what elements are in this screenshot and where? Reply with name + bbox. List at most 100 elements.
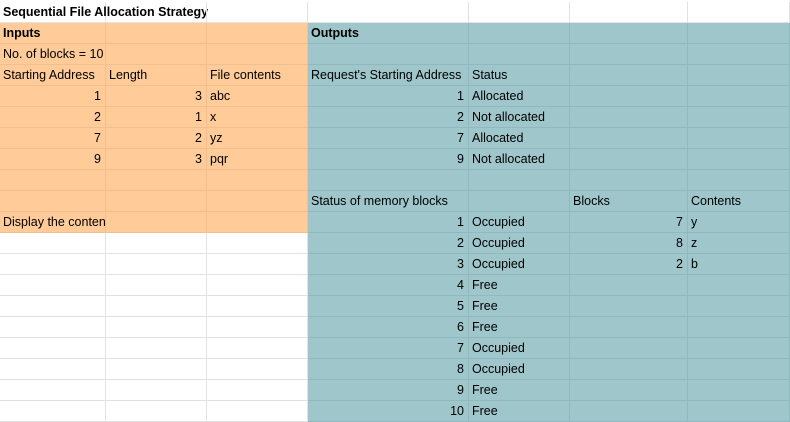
empty-cell[interactable] bbox=[0, 401, 106, 422]
empty-cell[interactable] bbox=[106, 233, 207, 254]
empty-cell[interactable] bbox=[207, 23, 308, 44]
empty-cell[interactable] bbox=[207, 191, 308, 212]
empty-cell[interactable] bbox=[469, 191, 570, 212]
empty-cell[interactable] bbox=[570, 380, 688, 401]
inputs-heading[interactable]: Inputs bbox=[0, 23, 106, 44]
block-content-cell[interactable]: z bbox=[688, 233, 790, 254]
empty-cell[interactable] bbox=[570, 65, 688, 86]
empty-cell[interactable] bbox=[106, 23, 207, 44]
empty-cell[interactable] bbox=[0, 254, 106, 275]
empty-cell[interactable] bbox=[688, 2, 790, 23]
empty-cell[interactable] bbox=[570, 128, 688, 149]
memory-block-number[interactable]: 7 bbox=[308, 338, 469, 359]
empty-cell[interactable] bbox=[0, 380, 106, 401]
empty-cell[interactable] bbox=[688, 359, 790, 380]
empty-cell[interactable] bbox=[469, 170, 570, 191]
input-start-cell[interactable]: 2 bbox=[0, 107, 106, 128]
memory-block-status[interactable]: Free bbox=[469, 401, 570, 422]
empty-cell[interactable] bbox=[469, 44, 570, 65]
empty-cell[interactable] bbox=[469, 2, 570, 23]
empty-cell[interactable] bbox=[207, 2, 308, 23]
empty-cell[interactable] bbox=[207, 338, 308, 359]
contents-header[interactable]: Contents bbox=[688, 191, 790, 212]
empty-cell[interactable] bbox=[570, 317, 688, 338]
input-length-cell[interactable]: 3 bbox=[106, 149, 207, 170]
sheet-title[interactable]: Sequential File Allocation Strategy bbox=[0, 2, 208, 23]
col-header-length[interactable]: Length bbox=[106, 65, 207, 86]
empty-cell[interactable] bbox=[570, 296, 688, 317]
empty-cell[interactable] bbox=[570, 149, 688, 170]
empty-cell[interactable] bbox=[106, 380, 207, 401]
empty-cell[interactable] bbox=[0, 338, 106, 359]
memory-block-status[interactable]: Occupied bbox=[469, 338, 570, 359]
empty-cell[interactable] bbox=[207, 254, 308, 275]
memory-block-status[interactable]: Occupied bbox=[469, 254, 570, 275]
block-number-cell[interactable]: 7 bbox=[570, 212, 688, 233]
memory-block-number[interactable]: 8 bbox=[308, 359, 469, 380]
empty-cell[interactable] bbox=[688, 296, 790, 317]
empty-cell[interactable] bbox=[106, 275, 207, 296]
input-length-cell[interactable]: 2 bbox=[106, 128, 207, 149]
empty-cell[interactable] bbox=[106, 338, 207, 359]
empty-cell[interactable] bbox=[207, 170, 308, 191]
input-contents-cell[interactable]: yz bbox=[207, 128, 308, 149]
empty-cell[interactable] bbox=[106, 254, 207, 275]
empty-cell[interactable] bbox=[688, 401, 790, 422]
request-start-cell[interactable]: 2 bbox=[308, 107, 469, 128]
empty-cell[interactable] bbox=[106, 401, 207, 422]
empty-cell[interactable] bbox=[688, 23, 790, 44]
empty-cell[interactable] bbox=[207, 317, 308, 338]
empty-cell[interactable] bbox=[570, 23, 688, 44]
empty-cell[interactable] bbox=[106, 359, 207, 380]
empty-cell[interactable] bbox=[308, 170, 469, 191]
empty-cell[interactable] bbox=[570, 44, 688, 65]
input-start-cell[interactable]: 7 bbox=[0, 128, 106, 149]
empty-cell[interactable] bbox=[688, 86, 790, 107]
input-start-cell[interactable]: 1 bbox=[0, 86, 106, 107]
empty-cell[interactable] bbox=[688, 380, 790, 401]
block-number-cell[interactable]: 8 bbox=[570, 233, 688, 254]
empty-cell[interactable] bbox=[0, 191, 106, 212]
memory-block-number[interactable]: 1 bbox=[308, 212, 469, 233]
input-contents-cell[interactable]: x bbox=[207, 107, 308, 128]
blocks-header[interactable]: Blocks bbox=[570, 191, 688, 212]
block-content-cell[interactable]: y bbox=[688, 212, 790, 233]
memory-block-status[interactable]: Free bbox=[469, 317, 570, 338]
input-contents-cell[interactable]: abc bbox=[207, 86, 308, 107]
empty-cell[interactable] bbox=[207, 401, 308, 422]
empty-cell[interactable] bbox=[207, 380, 308, 401]
empty-cell[interactable] bbox=[688, 170, 790, 191]
empty-cell[interactable] bbox=[570, 170, 688, 191]
empty-cell[interactable] bbox=[570, 359, 688, 380]
empty-cell[interactable] bbox=[106, 170, 207, 191]
empty-cell[interactable] bbox=[688, 107, 790, 128]
memory-block-status[interactable]: Occupied bbox=[469, 233, 570, 254]
block-content-cell[interactable]: b bbox=[688, 254, 790, 275]
memory-block-status[interactable]: Occupied bbox=[469, 212, 570, 233]
memory-block-number[interactable]: 2 bbox=[308, 233, 469, 254]
empty-cell[interactable] bbox=[570, 107, 688, 128]
request-start-cell[interactable]: 7 bbox=[308, 128, 469, 149]
memory-block-number[interactable]: 9 bbox=[308, 380, 469, 401]
empty-cell[interactable] bbox=[0, 170, 106, 191]
empty-cell[interactable] bbox=[207, 275, 308, 296]
empty-cell[interactable] bbox=[688, 275, 790, 296]
outputs-heading[interactable]: Outputs bbox=[308, 23, 469, 44]
input-length-cell[interactable]: 1 bbox=[106, 107, 207, 128]
memory-block-number[interactable]: 5 bbox=[308, 296, 469, 317]
request-status-cell[interactable]: Not allocated bbox=[469, 149, 570, 170]
request-status-cell[interactable]: Allocated bbox=[469, 128, 570, 149]
input-length-cell[interactable]: 3 bbox=[106, 86, 207, 107]
empty-cell[interactable] bbox=[0, 359, 106, 380]
empty-cell[interactable] bbox=[469, 23, 570, 44]
request-status-cell[interactable]: Not allocated bbox=[469, 107, 570, 128]
empty-cell[interactable] bbox=[106, 212, 207, 233]
num-blocks-label[interactable]: No. of blocks = 10 bbox=[0, 44, 106, 65]
empty-cell[interactable] bbox=[688, 44, 790, 65]
memory-block-number[interactable]: 6 bbox=[308, 317, 469, 338]
empty-cell[interactable] bbox=[106, 191, 207, 212]
empty-cell[interactable] bbox=[570, 2, 688, 23]
empty-cell[interactable] bbox=[688, 65, 790, 86]
empty-cell[interactable] bbox=[570, 338, 688, 359]
empty-cell[interactable] bbox=[0, 317, 106, 338]
